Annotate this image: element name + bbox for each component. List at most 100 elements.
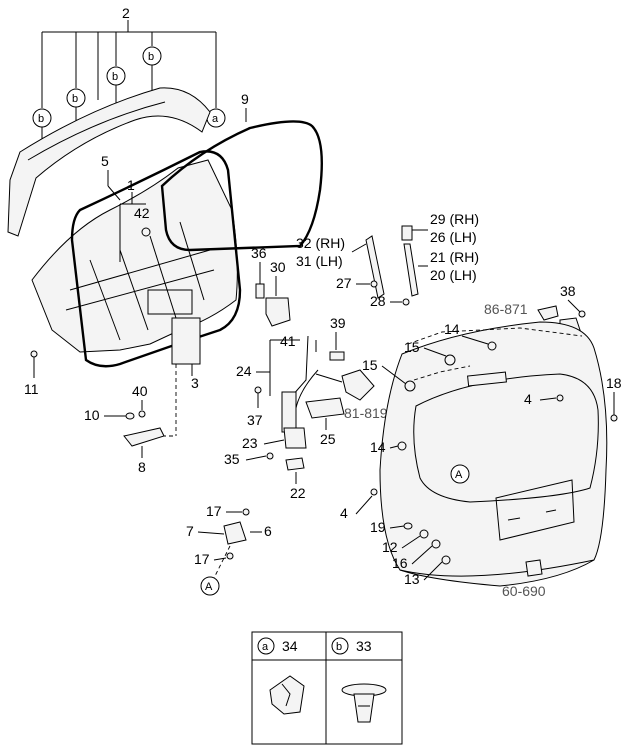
svg-text:A: A: [205, 581, 213, 593]
label-part-39: 39: [330, 315, 346, 331]
marker-b-3: b: [106, 66, 126, 112]
legend-part-33: 33: [356, 638, 372, 654]
rod-24: [281, 391, 297, 433]
handle-8: [123, 427, 165, 447]
clip-34: [269, 675, 305, 715]
ref-81-819: 81-819: [344, 405, 388, 421]
clip-33-body: [353, 693, 375, 723]
bumper-12: [419, 529, 429, 539]
latch-23: [283, 427, 307, 449]
plug-18: [610, 414, 618, 422]
legend-part-34: 34: [282, 638, 298, 654]
label-part-19: 19: [370, 519, 386, 535]
license-plate-recess: [495, 479, 575, 541]
marker-b-4: b: [142, 46, 162, 90]
label-part-27: 27: [336, 275, 352, 291]
bumper-4-top: [556, 394, 564, 402]
label-part-38: 38: [560, 283, 576, 299]
label-part-13: 13: [404, 571, 420, 587]
bolt-17-top: [242, 508, 250, 516]
svg-text:a: a: [262, 641, 269, 653]
label-part-10: 10: [84, 407, 100, 423]
label-part-15-top: 15: [404, 339, 420, 355]
switch-39: [329, 351, 345, 361]
label-part-17-lower: 17: [194, 551, 210, 567]
bolt-17-lower: [226, 552, 234, 560]
label-part-37: 37: [247, 412, 263, 428]
label-part-26: 26 (LH): [430, 229, 477, 245]
label-part-32: 32 (RH): [296, 235, 345, 251]
label-part-22: 22: [290, 485, 306, 501]
label-part-5: 5: [101, 153, 109, 169]
weatherstrip-9: [160, 120, 323, 252]
label-part-7: 7: [186, 523, 194, 539]
label-part-1: 1: [127, 177, 135, 193]
bolt-38: [578, 310, 586, 318]
label-part-16: 16: [392, 555, 408, 571]
label-part-14-top: 14: [444, 321, 460, 337]
cap-10: [125, 412, 135, 420]
label-part-42: 42: [134, 205, 150, 221]
svg-text:b: b: [112, 71, 118, 83]
svg-text:b: b: [148, 51, 154, 63]
svg-text:b: b: [72, 93, 78, 105]
striker-22: [285, 457, 305, 471]
label-part-12: 12: [382, 539, 398, 555]
label-part-8: 8: [138, 459, 146, 475]
label-part-6: 6: [264, 523, 272, 539]
lamp-60-690: [525, 559, 543, 577]
label-part-4-lower: 4: [340, 505, 348, 521]
label-part-29: 29 (RH): [430, 211, 479, 227]
legend-b: b 33: [331, 637, 387, 723]
motor-81-819: [341, 369, 375, 401]
label-part-2: 2: [122, 5, 130, 21]
bracket-26-29: [401, 225, 413, 241]
legend-box: a 34 b 33: [251, 631, 403, 745]
stop-lamp: [467, 371, 507, 387]
trim-ribs: [65, 221, 215, 341]
label-part-41: 41: [280, 333, 296, 349]
bumper-14-lower: [397, 441, 407, 451]
tailgate-glass: [413, 373, 599, 503]
marker-A-door: A: [450, 464, 470, 484]
label-part-24: 24: [236, 363, 252, 379]
label-part-28: 28: [370, 293, 386, 309]
label-part-21: 21 (RH): [430, 249, 479, 265]
ref-86-871: 86-871: [484, 301, 528, 317]
bolt-36: [255, 283, 265, 299]
upper-trim-panel: [7, 87, 211, 237]
bumper-4-lower: [370, 488, 378, 496]
label-part-36: 36: [251, 245, 267, 261]
svg-text:a: a: [212, 113, 219, 125]
pad-3: [171, 317, 201, 365]
strut-20-21: [403, 243, 419, 297]
bumper-15-lower: [404, 380, 416, 392]
screw-11: [30, 350, 38, 378]
bolt-35: [266, 452, 274, 460]
svg-text:b: b: [336, 641, 342, 653]
callout-2-bracket: [41, 20, 217, 108]
label-part-9: 9: [241, 91, 249, 107]
weatherstrip-5: [70, 150, 242, 368]
bumper-13: [441, 555, 451, 565]
label-part-35: 35: [224, 451, 240, 467]
bumper-15: [444, 354, 456, 366]
bolt-27: [370, 280, 378, 288]
clip-40: [138, 410, 146, 418]
bolt-28: [402, 298, 410, 306]
label-part-3: 3: [191, 375, 199, 391]
actuator-30: [265, 297, 291, 327]
label-part-30: 30: [270, 259, 286, 275]
legend-a: a 34: [257, 637, 305, 715]
ref-60-690: 60-690: [502, 583, 546, 599]
bumper-16: [431, 539, 441, 549]
clip-37: [254, 386, 262, 394]
label-part-25: 25: [320, 431, 336, 447]
handle-25: [305, 397, 345, 419]
tailgate-outer: [379, 321, 608, 587]
clip-42: [141, 227, 151, 237]
label-part-14-lower: 14: [370, 439, 386, 455]
label-part-18: 18: [606, 375, 622, 391]
